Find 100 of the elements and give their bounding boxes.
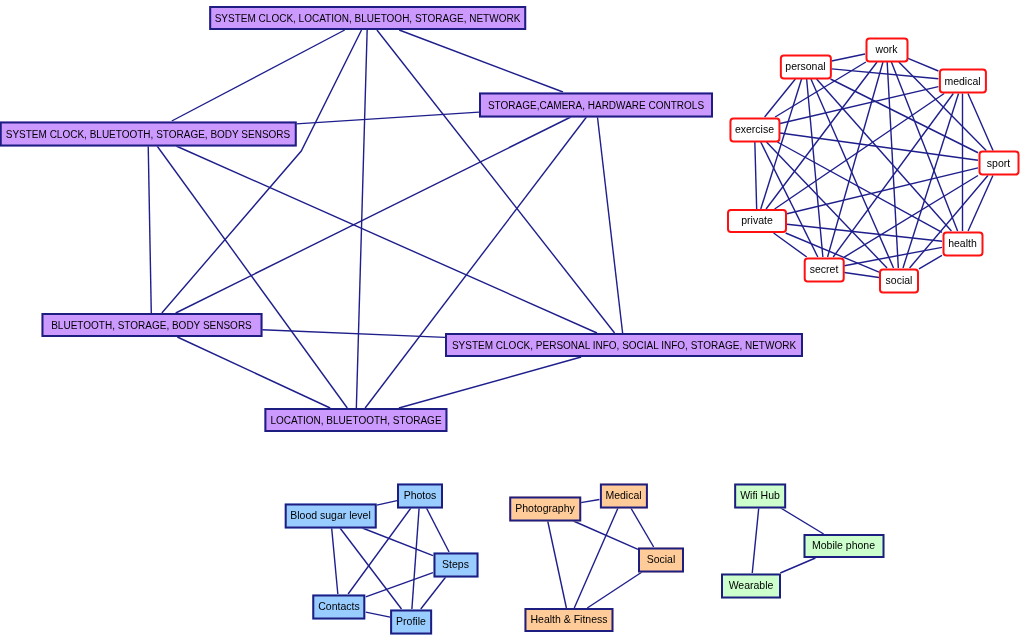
graph-node (728, 117, 781, 142)
connector-line (365, 571, 434, 598)
connector-line (330, 527, 339, 595)
connector-line (425, 507, 450, 553)
node-label: medical (944, 75, 981, 87)
connector-line (355, 29, 368, 409)
connector-line (886, 61, 900, 269)
connector-line (751, 507, 760, 574)
connector-line (398, 29, 564, 93)
connector-line (361, 527, 434, 557)
node-label: Contacts (318, 600, 360, 613)
connector-line (161, 29, 363, 314)
connector-line (967, 174, 994, 232)
node-label: LOCATION, BLUETOOTH, STORAGE (270, 414, 442, 426)
connector-line (779, 557, 817, 574)
connector-line (810, 78, 895, 269)
graph-node (208, 6, 527, 30)
node-label: private (741, 215, 773, 227)
connector-line (376, 29, 616, 334)
connector-line (754, 141, 758, 210)
connector-line (760, 141, 819, 258)
connector-line (830, 53, 866, 62)
connector-line (765, 141, 888, 269)
node-label: Mobile phone (811, 540, 875, 552)
connector-line (547, 520, 568, 609)
connector-line (630, 507, 655, 548)
connector-line (572, 520, 639, 551)
connector-line (763, 78, 797, 118)
graph-node (0, 121, 297, 146)
connector-line (779, 85, 940, 125)
graph-node (727, 209, 787, 233)
graph-node (721, 573, 781, 598)
connector-line (776, 141, 943, 233)
connector-line (347, 507, 412, 595)
node-label: Profile (396, 615, 426, 628)
connector-line (339, 527, 403, 610)
node-label: secret (809, 263, 839, 276)
connector-line (175, 116, 572, 314)
graph-node (803, 257, 845, 282)
node-label: Wifi Hub (740, 489, 780, 502)
node-label: Health & Fitness (530, 614, 608, 626)
node-label: exercise (734, 123, 775, 136)
graph-node (41, 313, 262, 337)
graph-node (599, 483, 648, 508)
connector-line (411, 507, 420, 610)
connector-line (961, 92, 964, 232)
connector-line (364, 116, 588, 409)
connector-line (843, 174, 979, 258)
graph-node (942, 231, 983, 256)
node-label: Photos (403, 489, 437, 502)
connector-line (805, 78, 824, 258)
node-label: health (948, 237, 977, 250)
connector-line (376, 499, 398, 506)
node-label: Social (646, 553, 676, 566)
graph-node (524, 608, 614, 632)
connector-line (171, 29, 346, 122)
connector-line (261, 329, 446, 339)
connector-line (786, 167, 979, 215)
connector-line (420, 576, 447, 610)
node-label: sport (986, 157, 1011, 169)
node-label: Steps (442, 558, 469, 571)
connector-line (765, 61, 878, 210)
node-label: SYSTEM CLOCK, LOCATION, BLUETOOH, STORAGE, NETWORK (214, 12, 521, 24)
graph-node (284, 503, 377, 528)
connector-line (596, 116, 624, 334)
connector-line (907, 57, 940, 72)
node-label: SYSTEM CLOCK, BLUETOOTH, STORAGE, BODY SENSORS (5, 128, 291, 139)
connector-line (365, 611, 391, 618)
node-label: personal (785, 60, 826, 73)
connector-line (786, 223, 943, 242)
connector-line (843, 246, 943, 267)
connector-line (830, 68, 940, 80)
node-label: work (875, 43, 898, 56)
node-label: SYSTEM CLOCK, PERSONAL INFO, SOCIAL INFO, STORAGE, NETWORK (451, 339, 797, 351)
connector-line (176, 336, 331, 409)
connector-line (832, 92, 955, 258)
connector-line (829, 78, 979, 154)
connector-line (918, 254, 943, 270)
connector-line (908, 174, 989, 269)
graph-node (264, 408, 448, 432)
connector-line (779, 507, 825, 535)
connector-line (967, 92, 994, 152)
connector-line (902, 92, 960, 269)
connector-line (295, 111, 480, 125)
node-label: Medical (605, 489, 642, 502)
connector-line (175, 145, 598, 334)
graph-node (978, 150, 1019, 176)
connector-line (774, 61, 867, 118)
graph-node (938, 68, 987, 94)
graph-node (390, 609, 432, 634)
connector-line (898, 61, 987, 152)
graph-node (803, 534, 884, 558)
graph-node (509, 496, 581, 521)
connector-line (580, 498, 601, 504)
connector-line (843, 271, 880, 279)
graph-node (397, 483, 443, 508)
connector-line (784, 232, 880, 273)
connector-line (815, 78, 953, 232)
connector-line (398, 356, 582, 409)
graph-node (879, 268, 919, 293)
